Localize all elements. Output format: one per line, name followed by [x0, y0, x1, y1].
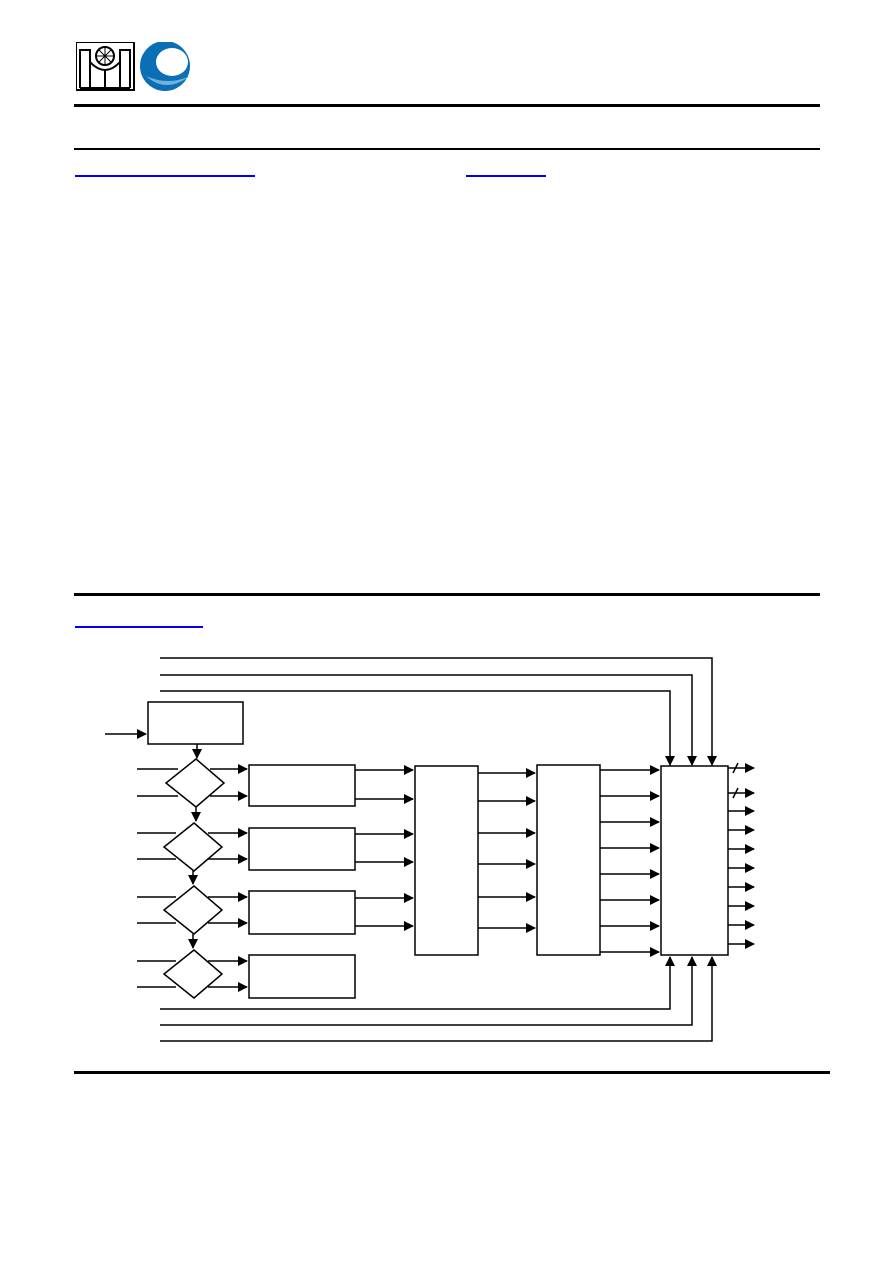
bus-line-top-3	[160, 690, 675, 766]
bus-line-bottom-2	[160, 956, 697, 1026]
logo-group	[75, 41, 190, 91]
stage-block-3	[248, 890, 356, 935]
link-underline-1[interactable]	[75, 175, 255, 177]
header-rule-second	[74, 148, 820, 150]
link-underline-2[interactable]	[466, 175, 546, 177]
section-rule	[74, 593, 820, 596]
footer-rule	[74, 1071, 830, 1074]
bus-line-bottom-3	[160, 956, 717, 1042]
output-block	[660, 765, 729, 956]
header-logos	[75, 41, 192, 92]
block-diagram	[105, 657, 755, 1042]
bus-slash-1	[732, 762, 739, 774]
combine-block-a	[414, 765, 479, 956]
blue-swirl-logo	[140, 41, 190, 91]
bus-line-bottom-1	[160, 956, 675, 1010]
decision-diamond-1	[164, 758, 226, 808]
stage-block-1	[248, 764, 356, 807]
decision-diamond-2	[162, 822, 224, 872]
decision-diamond-3	[162, 885, 224, 935]
header-rule-top	[74, 104, 820, 107]
stage-block-4	[248, 954, 356, 999]
decision-diamond-4	[162, 949, 224, 999]
bus-line-top-2	[160, 674, 697, 766]
institute-emblem-logo	[75, 41, 135, 91]
bus-slash-2	[732, 787, 739, 799]
bus-line-top-1	[160, 657, 717, 766]
top-left-block	[147, 701, 244, 745]
stage-block-2	[248, 827, 356, 871]
combine-block-b	[536, 764, 601, 956]
link-underline-3[interactable]	[75, 626, 203, 628]
